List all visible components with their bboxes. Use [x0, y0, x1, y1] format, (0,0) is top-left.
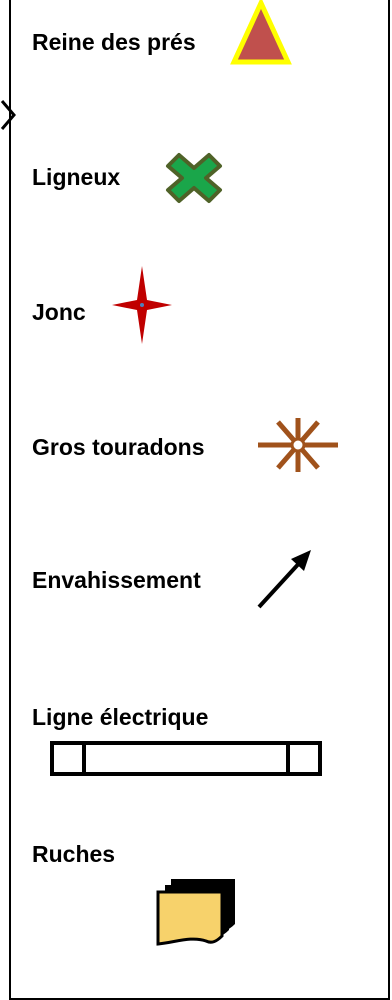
power-line-icon [50, 741, 322, 776]
label-ligneux: Ligneux [32, 164, 121, 190]
arrow-icon [257, 550, 311, 609]
label-envahissement: Envahissement [32, 567, 201, 593]
red-star-icon [112, 266, 172, 344]
label-ligne-electrique: Ligne électrique [32, 704, 209, 730]
label-gros-touradons: Gros touradons [32, 434, 205, 460]
red-triangle-icon [230, 0, 292, 65]
brown-asterisk-icon [258, 418, 338, 472]
green-cross-icon [166, 153, 222, 203]
label-jonc: Jonc [32, 299, 86, 325]
beehive-stack-icon [156, 879, 235, 946]
arrow-stub-icon [0, 100, 16, 130]
label-ruches: Ruches [32, 841, 116, 867]
label-reine-des-pres: Reine des prés [32, 29, 196, 55]
